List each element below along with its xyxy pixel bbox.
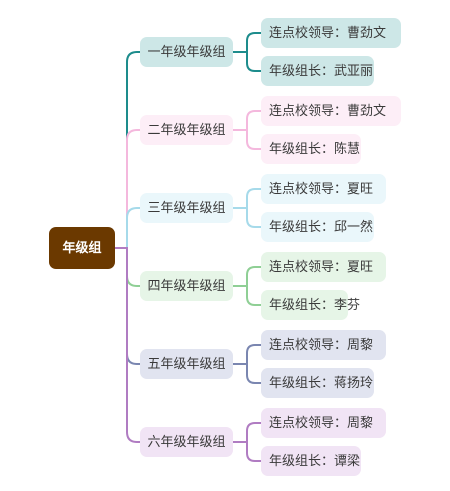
grade-5-leaf-link-2 — [233, 363, 261, 384]
grade-3-leaf-link-1 — [233, 188, 261, 209]
grade-node-2[interactable]: 二年级年级组 — [140, 115, 233, 145]
grade-5-head-node[interactable]: 年级组长：蒋扬玲 — [261, 368, 374, 398]
root-link-3 — [115, 207, 140, 249]
grade-1-leaf-link-2 — [233, 51, 261, 72]
grade-6-leaf-link-2 — [233, 441, 261, 462]
grade-1-leader-node[interactable]: 连点校领导：曹劲文 — [261, 18, 401, 48]
root-link-1 — [115, 51, 140, 249]
grade-4-leader-node[interactable]: 连点校领导：夏旺 — [261, 252, 386, 282]
grade-4-head-node[interactable]: 年级组长：李芬 — [261, 290, 360, 320]
grade-3-leaf-link-2 — [233, 207, 261, 228]
grade-node-3[interactable]: 三年级年级组 — [140, 193, 233, 223]
grade-2-leaf-link-1 — [233, 110, 261, 131]
grade-6-head-node[interactable]: 年级组长：谭梁 — [261, 446, 361, 476]
grade-node-1[interactable]: 一年级年级组 — [140, 37, 233, 67]
grade-4-leaf-link-2 — [233, 285, 261, 306]
root-link-2 — [115, 129, 140, 249]
grade-3-leader-node[interactable]: 连点校领导：夏旺 — [261, 174, 386, 204]
grade-2-leader-node[interactable]: 连点校领导：曹劲文 — [261, 96, 401, 126]
grade-5-leaf-link-1 — [233, 344, 261, 365]
grade-3-head-node[interactable]: 年级组长：邱一然 — [261, 212, 374, 242]
grade-1-head-node[interactable]: 年级组长：武亚丽 — [261, 56, 374, 86]
grade-6-leader-node[interactable]: 连点校领导：周黎 — [261, 408, 386, 438]
grade-2-head-node[interactable]: 年级组长：陈慧 — [261, 134, 361, 164]
root-link-6 — [115, 247, 140, 443]
grade-2-leaf-link-2 — [233, 129, 261, 150]
grade-node-6[interactable]: 六年级年级组 — [140, 427, 233, 457]
grade-1-leaf-link-1 — [233, 32, 261, 53]
grade-node-5[interactable]: 五年级年级组 — [140, 349, 233, 379]
grade-5-leader-node[interactable]: 连点校领导：周黎 — [261, 330, 386, 360]
grade-4-leaf-link-1 — [233, 266, 261, 287]
root-node[interactable]: 年级组 — [49, 227, 115, 269]
grade-node-4[interactable]: 四年级年级组 — [140, 271, 233, 301]
grade-6-leaf-link-1 — [233, 422, 261, 443]
